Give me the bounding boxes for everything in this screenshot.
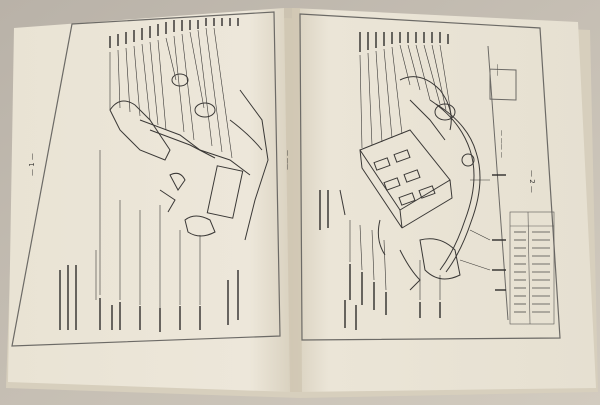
right-leader-lines bbox=[349, 44, 491, 300]
right-title-box-text: —— bbox=[494, 64, 501, 76]
left-page-frame bbox=[11, 11, 281, 347]
book-spine bbox=[284, 8, 302, 392]
left-leader-lines bbox=[95, 27, 233, 308]
right-page-number: — 2 — bbox=[528, 170, 536, 193]
left-label-text bbox=[59, 18, 239, 332]
right-label-text bbox=[319, 32, 506, 330]
right-legend-table bbox=[509, 211, 555, 325]
right-side-rule bbox=[487, 45, 509, 321]
left-exploded-diagram bbox=[109, 73, 269, 241]
right-page-frame bbox=[299, 13, 561, 341]
right-legend-text bbox=[514, 231, 550, 313]
left-page bbox=[8, 8, 292, 392]
right-title-box bbox=[489, 68, 517, 101]
right-page bbox=[292, 8, 596, 392]
right-exploded-diagram bbox=[339, 76, 481, 291]
left-page-number: — 1 — bbox=[28, 153, 36, 176]
left-side-caption: — —— bbox=[284, 150, 291, 170]
right-side-caption: — —— — bbox=[498, 130, 505, 158]
